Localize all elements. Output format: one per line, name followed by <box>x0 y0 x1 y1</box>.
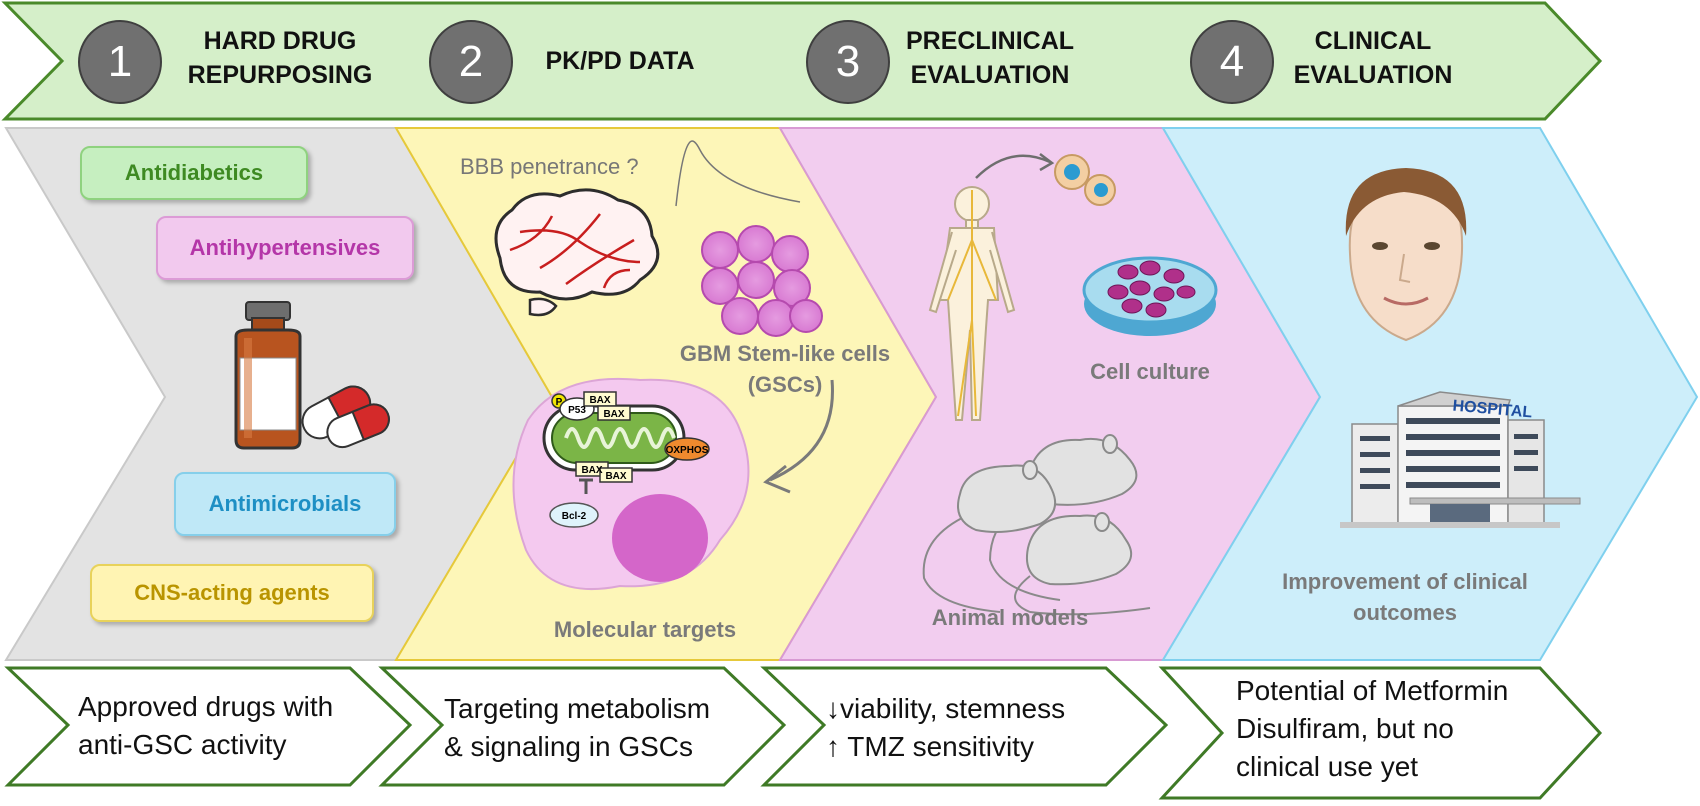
bax-box-2 <box>597 405 631 421</box>
oxphos-label: OXPHOS <box>666 445 709 456</box>
step-3-number: 3 <box>806 20 890 104</box>
mitochondrion-icon <box>542 404 686 472</box>
isolated-cells-icon <box>1054 154 1116 206</box>
outcome-text-3: ↓viability, stemness ↑ TMZ sensitivity <box>826 693 1066 762</box>
capsules-icon <box>301 385 390 449</box>
step-2-number: 2 <box>429 20 513 104</box>
pk-curve-icon <box>675 140 801 207</box>
outcome-text-2: Targeting metabolism & signaling in GSCs <box>444 693 711 762</box>
drug-class-antidiabetics: Antidiabetics <box>80 146 308 200</box>
outcome-text-1: Approved drugs with anti-GSC activity <box>78 691 334 760</box>
p53-label: P53 <box>568 405 586 416</box>
cell-diagram-icon: P P53 BAX BAX BAX BAX OXPHOS Bcl-2 <box>512 377 750 590</box>
drug-class-antimicrobials: Antimicrobials <box>174 472 396 536</box>
bax-label-3: BAX <box>581 465 602 476</box>
outcome-chevron-2 <box>378 666 787 787</box>
oxphos-badge-icon <box>664 437 710 461</box>
patient-face-icon <box>1345 168 1467 342</box>
outcome-chevron-4 <box>1158 666 1603 800</box>
nucleus-icon <box>612 494 708 582</box>
panel-clinical <box>1161 127 1699 661</box>
hospital-sign: HOSPITAL <box>1452 398 1533 422</box>
drug-class-cns-acting: CNS-acting agents <box>90 564 374 622</box>
step-1-title: HARD DRUG REPURPOSING <box>187 27 373 89</box>
step-2-title: PK/PD DATA <box>545 47 695 75</box>
bcl2-badge-icon <box>549 502 599 528</box>
mice-icon <box>922 434 1151 616</box>
gsc-arrow-icon <box>769 379 834 482</box>
inhibition-icon <box>579 478 593 494</box>
outcome-chevron-3 <box>760 666 1169 787</box>
culture-arrow-head <box>1039 153 1055 172</box>
human-nervous-system-icon <box>928 186 1016 421</box>
drug-class-antihypertensives: Antihypertensives <box>156 216 414 280</box>
brain-icon <box>494 188 660 317</box>
step-3-title: PRECLINICAL EVALUATION <box>905 27 1075 89</box>
gsc-arrow-head <box>763 464 791 494</box>
hospital-icon: HOSPITAL <box>1340 391 1581 528</box>
animal-models-label: Animal models <box>931 605 1089 630</box>
bbb-penetrance-label: BBB penetrance ? <box>460 154 639 179</box>
petri-dish-icon <box>1082 256 1218 336</box>
molecular-targets-label: Molecular targets <box>553 617 737 642</box>
drug-bottle-icon <box>234 301 302 450</box>
bcl2-label: Bcl-2 <box>562 511 587 522</box>
gsc-label: GBM Stem-like cells (GSCs) <box>679 341 891 397</box>
outcome-chevron-1 <box>4 666 413 787</box>
bax-box-4 <box>599 467 633 483</box>
bax-label-2: BAX <box>603 409 624 420</box>
bax-label-4: BAX <box>605 471 626 482</box>
p-label: P <box>556 397 563 408</box>
cell-culture-label: Cell culture <box>1090 359 1210 384</box>
culture-arrow-icon <box>975 154 1051 179</box>
gsc-cluster-icon <box>701 225 823 337</box>
outcome-text-4: Potential of Metformin Disulfiram, but n… <box>1236 675 1509 782</box>
step-4-title: CLINICAL EVALUATION <box>1293 27 1453 89</box>
bax-label-1: BAX <box>589 395 610 406</box>
step-1-number: 1 <box>78 20 162 104</box>
step-4-number: 4 <box>1190 20 1274 104</box>
clinical-outcome-label: Improvement of clinical outcomes <box>1282 569 1528 625</box>
